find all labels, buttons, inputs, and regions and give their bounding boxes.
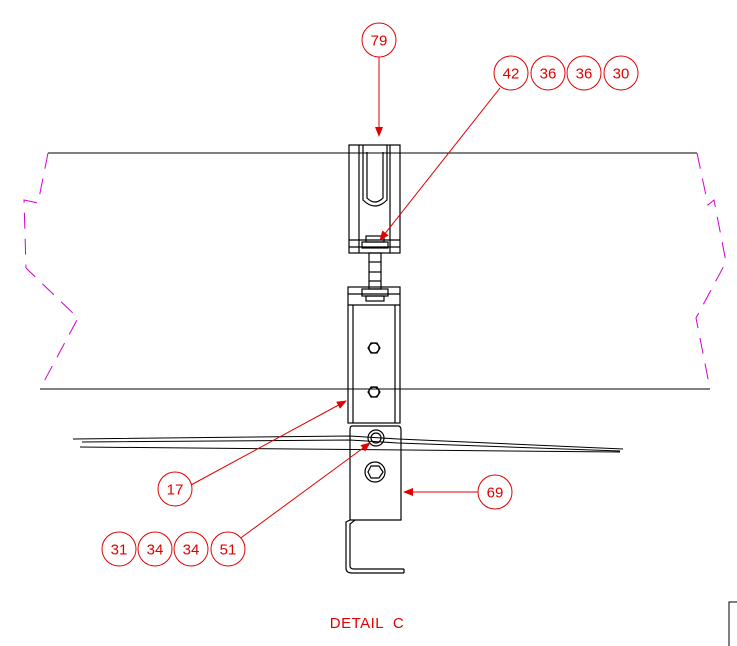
left-break-line xyxy=(23,152,79,390)
lower-bracket xyxy=(345,425,405,574)
balloon-17: 17 xyxy=(157,471,193,507)
leader-31-34-34-51 xyxy=(237,442,371,541)
top-clamp xyxy=(348,144,401,254)
right-break-line xyxy=(695,152,727,390)
balloon-42-label: 42 xyxy=(503,66,520,83)
balloon-34-label: 34 xyxy=(183,542,200,559)
balloon-34-label: 34 xyxy=(147,542,164,559)
balloon-17-label: 17 xyxy=(167,482,184,499)
leader-42-36-36-30 xyxy=(379,87,501,241)
balloon-group-lower-left: 31 34 34 51 xyxy=(101,531,246,567)
balloon-69: 69 xyxy=(477,474,513,510)
detail-caption: DETAIL C xyxy=(330,615,405,632)
balloon-69-label: 69 xyxy=(487,485,504,502)
vertical-bracket xyxy=(347,286,401,424)
balloon-30-label: 30 xyxy=(613,66,630,83)
balloon-79-label: 79 xyxy=(371,33,388,50)
balloon-36-label: 36 xyxy=(540,66,557,83)
balloon-51-label: 51 xyxy=(220,542,237,559)
connecting-bolt xyxy=(361,235,389,302)
title-block-corner xyxy=(728,601,737,646)
flat-bar xyxy=(72,435,624,453)
balloon-79: 79 xyxy=(361,22,397,58)
balloon-group-upper-right: 42 36 36 30 xyxy=(493,55,639,91)
balloon-36-label: 36 xyxy=(576,66,593,83)
beam xyxy=(40,152,710,390)
break-lines xyxy=(23,152,727,390)
leader-17 xyxy=(190,400,347,486)
leader-lines xyxy=(190,57,501,541)
balloon-31-label: 31 xyxy=(111,542,128,559)
